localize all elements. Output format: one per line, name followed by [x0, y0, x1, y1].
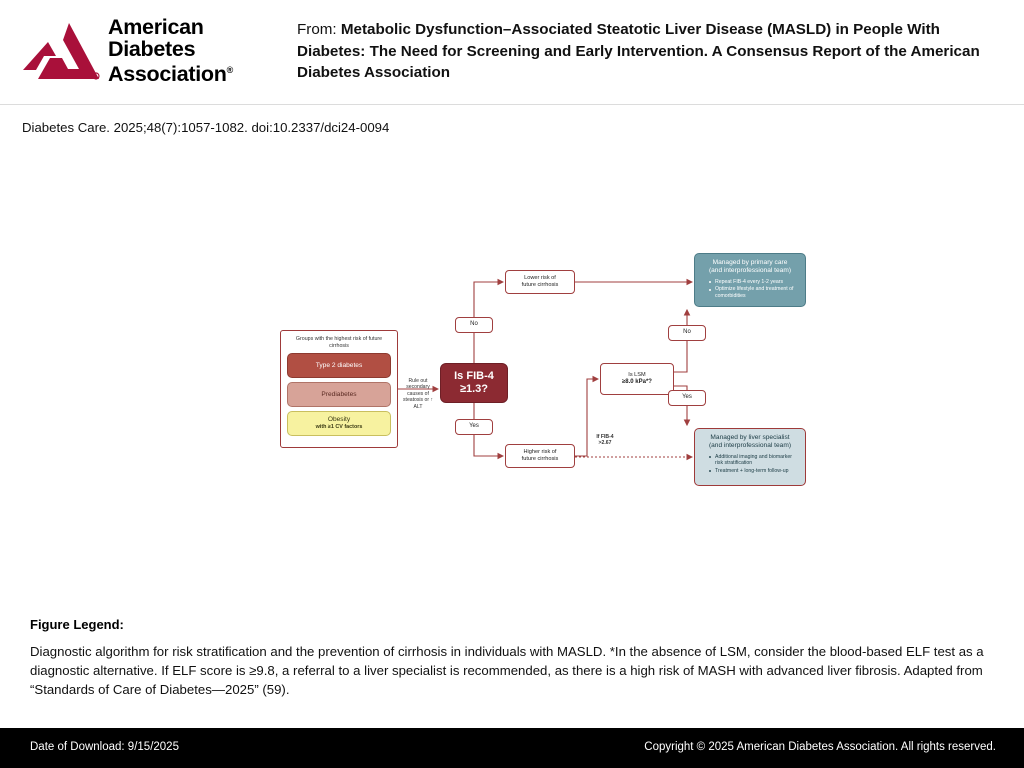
page-header: American Diabetes Association® From: Met… [0, 0, 1024, 105]
decision-node-fib4: Is FIB-4 ≥1.3? [440, 363, 508, 403]
high-risk-groups-heading: Groups with the highest risk of future c… [295, 336, 383, 349]
date-of-download: Date of Download: 9/15/2025 [30, 741, 179, 753]
copyright-notice: Copyright © 2025 American Diabetes Assoc… [644, 741, 996, 753]
primary-care-title: Managed by primary care (and interprofes… [701, 259, 799, 276]
primary-care-bullet-list: Repeat FIB-4 every 1-2 years Optimize li… [701, 279, 799, 301]
diagram-connectors [398, 278, 694, 461]
lsm-line-1: Is LSM [628, 371, 646, 378]
branch-label-no-lsm: No [668, 325, 706, 341]
brand-wordmark: American Diabetes Association® [108, 15, 234, 87]
brand-logo: American Diabetes Association® [22, 16, 272, 85]
primary-care-bullet: Optimize lifestyle and treatment of como… [709, 286, 799, 299]
group-item-sublabel: with ≥1 CV factors [315, 424, 363, 431]
fib4-line-1: Is FIB-4 [454, 370, 494, 382]
group-item-label: Prediabetes [321, 390, 357, 398]
fib4-line-2: ≥1.3? [459, 383, 489, 395]
liver-specialist-title: Managed by liver specialist (and interpr… [701, 434, 799, 451]
brand-line-3: Association® [108, 62, 234, 87]
fib4-threshold-note: If FIB-4 >2.67 [582, 434, 628, 447]
liver-specialist-bullet-list: Additional imaging and biomarker risk st… [701, 454, 799, 476]
node-lower-risk-cirrhosis: Lower risk of future cirrhosis [505, 270, 575, 294]
ada-triangle-logo-icon [23, 23, 100, 80]
liver-specialist-bullet: Treatment + long-term follow-up [709, 468, 799, 475]
brand-line-2: Diabetes [108, 36, 196, 61]
figure-legend: Figure Legend: Diagnostic algorithm for … [30, 617, 995, 699]
branch-label-yes-lsm: Yes [668, 390, 706, 406]
group-item-type-2-diabetes: Type 2 diabetes [287, 353, 391, 379]
outcome-managed-by-primary-care: Managed by primary care (and interprofes… [694, 253, 806, 307]
from-label: From: [297, 21, 337, 38]
fib4-note-line-2: >2.67 [598, 440, 612, 447]
lower-risk-line-2: future cirrhosis [521, 282, 559, 288]
node-higher-risk-cirrhosis: Higher risk of future cirrhosis [505, 444, 575, 468]
group-item-prediabetes: Prediabetes [287, 382, 391, 408]
primary-care-title-line-1: Managed by primary care [712, 259, 788, 266]
article-title-block: From: Metabolic Dysfunction–Associated S… [297, 19, 997, 84]
rule-out-secondary-causes-note: Rule out secondary causes of steatosis o… [402, 378, 433, 410]
group-item-obesity: Obesity with ≥1 CV factors [287, 411, 391, 437]
page-footer: Date of Download: 9/15/2025 Copyright © … [0, 728, 1024, 768]
masld-algorithm-diagram: Groups with the highest risk of future c… [272, 220, 806, 486]
group-item-label: Obesity [327, 416, 351, 424]
outcome-managed-by-liver-specialist: Managed by liver specialist (and interpr… [694, 428, 806, 486]
figure-area: Groups with the highest risk of future c… [0, 170, 1024, 600]
registered-mark: ® [226, 65, 234, 75]
decision-node-lsm: Is LSM ≥8.0 kPa*? [600, 363, 674, 395]
lower-risk-line-1: Lower risk of [524, 274, 556, 281]
liver-specialist-title-line-1: Managed by liver specialist [710, 434, 790, 441]
branch-label-yes-fib4: Yes [455, 419, 493, 435]
figure-legend-body: Diagnostic algorithm for risk stratifica… [30, 644, 984, 697]
fib4-note-line-1: If FIB-4 [596, 434, 614, 440]
higher-risk-line-1: Higher risk of [523, 448, 557, 455]
liver-specialist-title-line-2: (and interprofessional team) [708, 442, 792, 450]
liver-specialist-bullet: Additional imaging and biomarker risk st… [709, 454, 799, 467]
brand-line-1: American [108, 15, 204, 39]
primary-care-bullet: Repeat FIB-4 every 1-2 years [709, 279, 799, 286]
group-item-label: Type 2 diabetes [315, 361, 363, 369]
branch-label-no-fib4: No [455, 317, 493, 333]
article-title: Metabolic Dysfunction–Associated Steatot… [297, 21, 980, 81]
citation-line: Diabetes Care. 2025;48(7):1057-1082. doi… [22, 120, 390, 135]
lsm-line-2: ≥8.0 kPa*? [622, 379, 652, 385]
high-risk-groups-panel: Groups with the highest risk of future c… [280, 330, 398, 448]
higher-risk-line-2: future cirrhosis [521, 456, 559, 462]
figure-legend-title: Figure Legend: [30, 617, 124, 632]
primary-care-title-line-2: (and interprofessional team) [708, 267, 792, 275]
